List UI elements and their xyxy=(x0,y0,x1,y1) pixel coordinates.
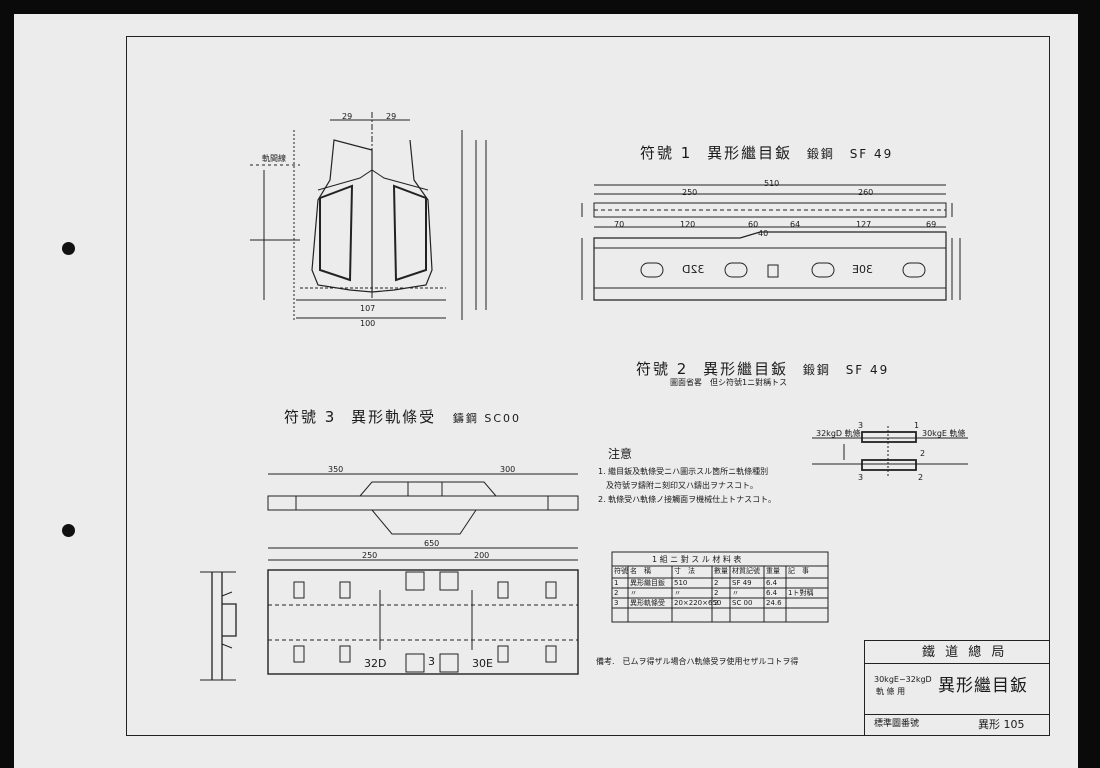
note-line: 1. 繼目鈑及軌條受ニハ圖示スル箇所ニ軌條種別 xyxy=(598,467,769,476)
material-table-header: 材質記號 xyxy=(732,567,760,575)
diagram-marker: 2 xyxy=(918,473,924,482)
material-table-cell: 1ト對稱 xyxy=(788,589,814,597)
punch-hole xyxy=(62,524,75,537)
part1-title: 符號 1 異形繼目鈑 鍛鋼 SF 49 xyxy=(640,146,893,161)
material-table-cell: 510 xyxy=(674,579,688,587)
part1-dim: 127 xyxy=(856,220,872,229)
part1-dim: 260 xyxy=(858,188,874,197)
material-table-cell: 6.4 xyxy=(766,589,778,597)
part3-dim: 200 xyxy=(474,551,490,560)
section-label-gauge-line: 軌間線 xyxy=(262,154,286,163)
rail-section-view xyxy=(250,112,487,320)
part3-name: 異形軌條受 xyxy=(351,408,437,426)
part1-stamp-32d: 32D xyxy=(682,263,705,276)
part1-stamp-30e: 30E xyxy=(852,263,873,276)
diagram-marker: 3 xyxy=(858,473,864,482)
material-table-header: 寸 法 xyxy=(674,567,695,575)
part3-material: 鑄鋼 SC00 xyxy=(452,412,522,425)
drawing-no-label: 標準圖番號 xyxy=(874,719,920,729)
material-table-cell: SC 00 xyxy=(732,599,753,607)
part3-label: 30E xyxy=(472,657,493,670)
diagram-marker: 2 xyxy=(920,449,926,458)
part3-dim: 350 xyxy=(328,465,344,474)
material-table-cell: SF 49 xyxy=(732,579,752,587)
part1-dim: 510 xyxy=(764,179,780,188)
section-dim: 100 xyxy=(360,319,376,328)
material-table-cell: 2 xyxy=(714,579,719,587)
diagram-marker: 3 xyxy=(858,421,864,430)
part1-dim: 40 xyxy=(758,229,769,238)
drawing-frame xyxy=(126,36,1050,736)
part1-dim: 69 xyxy=(926,220,937,229)
material-table-grid xyxy=(611,551,829,623)
title-sub-line1: 30kgE−32kgD xyxy=(874,675,932,684)
material-table-cell: 2 xyxy=(714,599,719,607)
part1-material: 鍛鋼 xyxy=(806,147,835,161)
section-dim: 29 xyxy=(342,112,353,121)
assembly-diagram xyxy=(812,426,968,476)
diagram-marker: 1 xyxy=(914,421,920,430)
part1-dim: 60 xyxy=(748,220,759,229)
material-table-cell: 6.4 xyxy=(766,579,778,587)
title-block-number-cell xyxy=(864,714,1050,736)
part3-dim: 300 xyxy=(500,465,516,474)
drawing-no: 異形 105 xyxy=(978,718,1025,731)
part3-title: 符號 3 異形軌條受 鑄鋼 SC00 xyxy=(284,410,521,425)
part1-dim: 70 xyxy=(614,220,625,229)
part3-rail-seat-views xyxy=(200,473,579,681)
material-table-cell: 〃 xyxy=(674,589,681,597)
remark-line: 備考. 已ムヲ得ザル場合ハ軌條受ヲ使用セザルコトヲ得 xyxy=(596,657,799,666)
part1-plate-views xyxy=(581,184,961,301)
material-table-cell: 異形軌條受 xyxy=(630,599,665,607)
punch-hole xyxy=(62,242,75,255)
material-table-cell: 〃 xyxy=(630,589,637,597)
notes-heading: 注意 xyxy=(608,447,633,461)
part2-material: 鍛鋼 xyxy=(802,363,831,377)
section-dim: 107 xyxy=(360,304,376,313)
org-name: 鐵 道 總 局 xyxy=(922,645,1008,660)
drawing-sheet xyxy=(14,14,1078,768)
part2-note: 圖面省畧 但シ符號1ニ對稱トス xyxy=(670,378,788,387)
part1-heading: 符號 1 xyxy=(640,144,693,162)
material-table-cell: 2 xyxy=(714,589,719,597)
main-title: 異形繼目鈑 xyxy=(938,676,1028,696)
part3-dim: 650 xyxy=(424,539,440,548)
part3-dim: 250 xyxy=(362,551,378,560)
material-table-cell: 24.6 xyxy=(766,599,782,607)
part1-dim: 250 xyxy=(682,188,698,197)
part3-heading: 符號 3 xyxy=(284,408,337,426)
note-line: 及符號ヲ鑄附ニ刻印又ハ鑄出ヲナスコト。 xyxy=(598,481,758,490)
section-dim: 29 xyxy=(386,112,397,121)
diagram-label-right: 30kgE 軌條 xyxy=(922,429,966,438)
part2-heading: 符號 2 xyxy=(636,360,689,378)
material-table-cell: 20×220×650 xyxy=(674,599,722,607)
part1-grade: SF 49 xyxy=(849,147,894,161)
material-table-title: 1 組 ニ 對 ス ル 材 料 表 xyxy=(652,555,742,564)
part1-name: 異形繼目鈑 xyxy=(707,144,793,162)
note-line: 2. 軌條受ハ軌條ノ接觸面ヲ機械仕上トナスコト。 xyxy=(598,495,777,504)
diagram-label-left: 32kgD 軌條 xyxy=(816,429,861,438)
material-table-header: 記 事 xyxy=(788,567,809,575)
material-table-header: 重量 xyxy=(766,567,780,575)
material-table-header: 名 稱 xyxy=(630,567,651,575)
part1-dim: 120 xyxy=(680,220,696,229)
part1-dim: 64 xyxy=(790,220,801,229)
title-block-org-cell xyxy=(864,640,1050,664)
material-table-cell: 1 xyxy=(614,579,619,587)
material-table-cell: 3 xyxy=(614,599,619,607)
material-table-cell: 〃 xyxy=(732,589,739,597)
part2-grade: SF 49 xyxy=(845,363,890,377)
material-table-cell: 異形繼目鈑 xyxy=(630,579,665,587)
part3-label: 32D xyxy=(364,657,387,670)
part2-title: 符號 2 異形繼目鈑 鍛鋼 SF 49 xyxy=(636,362,889,377)
material-table-header: 符號 xyxy=(614,567,628,575)
part3-label: 3 xyxy=(428,655,435,668)
material-table-cell: 2 xyxy=(614,589,619,597)
title-sub-line2: 軌 條 用 xyxy=(876,687,906,696)
material-table-header: 數量 xyxy=(714,567,728,575)
part2-name: 異形繼目鈑 xyxy=(703,360,789,378)
